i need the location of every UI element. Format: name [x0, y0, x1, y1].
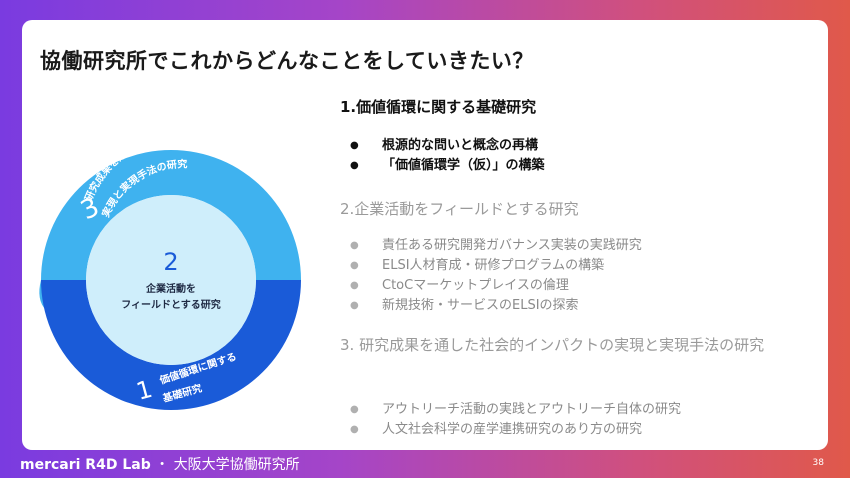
partner-name: 大阪大学協働研究所	[173, 457, 300, 473]
slide-card: 協働研究所でこれからどんなことをしていきたい？ 3 研究成果を通した社会的インパ…	[22, 20, 828, 450]
diagram-center-circle	[86, 195, 256, 365]
footer-separator: ・	[155, 457, 170, 473]
section-3-list: アウトリーチ活動の実践とアウトリーチ自体の研究 人文社会科学の産学連携研究のあり…	[340, 400, 681, 440]
footer-logo: mercari R4D Lab ・ 大阪大学協働研究所	[20, 454, 300, 474]
brand-logo: mercari R4D Lab	[20, 457, 151, 473]
list-item: 人文社会科学の産学連携研究のあり方の研究	[340, 420, 681, 440]
diagram-bottom-number: 1	[133, 375, 155, 406]
list-item: 「価値循環学（仮）」の構築	[340, 156, 545, 176]
research-circle-diagram: 3 研究成果を通した社会的インパクトの 実現と実現手法の研究 2 企業活動を フ…	[39, 128, 301, 410]
list-item: CtoCマーケットプレイスの倫理	[340, 276, 642, 296]
list-item: アウトリーチ活動の実践とアウトリーチ自体の研究	[340, 400, 681, 420]
page-number: 38	[812, 458, 824, 468]
list-item: ELSI人材育成・研修プログラムの構築	[340, 256, 642, 276]
diagram-bottom-ring	[41, 280, 301, 410]
section-2-list: 責任ある研究開発ガバナンス実装の実践研究 ELSI人材育成・研修プログラムの構築…	[340, 236, 642, 316]
section-3-heading: 3. 研究成果を通した社会的インパクトの実現と実現手法の研究	[340, 336, 765, 354]
section-1-heading: 1.価値循環に関する基礎研究	[340, 98, 537, 116]
diagram-center-number: 2	[163, 248, 178, 276]
section-2-heading: 2.企業活動をフィールドとする研究	[340, 200, 579, 218]
section-1-list: 根源的な問いと概念の再構 「価値循環学（仮）」の構築	[340, 136, 545, 176]
diagram-center-label-1: 企業活動を	[145, 282, 196, 295]
list-item: 新規技術・サービスのELSIの探索	[340, 296, 642, 316]
diagram-top-ring	[41, 150, 301, 280]
list-item: 責任ある研究開発ガバナンス実装の実践研究	[340, 236, 642, 256]
list-item: 根源的な問いと概念の再構	[340, 136, 545, 156]
slide-title: 協働研究所でこれからどんなことをしていきたい？	[40, 49, 534, 73]
diagram-center-label-2: フィールドとする研究	[121, 298, 221, 311]
